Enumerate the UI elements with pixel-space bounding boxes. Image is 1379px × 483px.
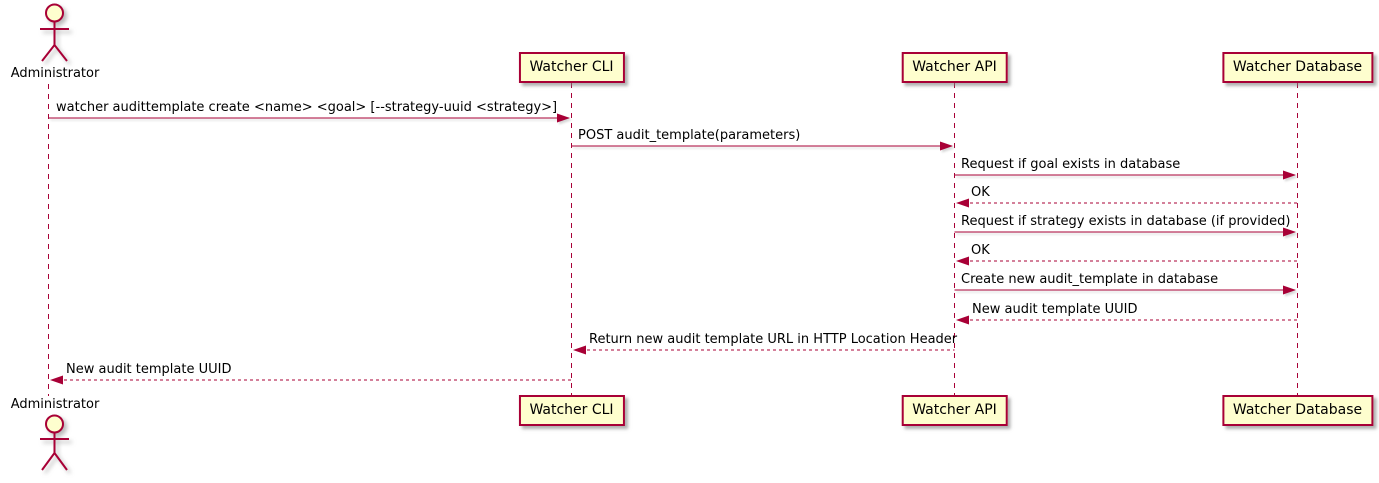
message-arrow-5	[954, 227, 1296, 237]
message-label-6: OK	[971, 243, 990, 258]
message-label-3: Request if goal exists in database	[961, 157, 1181, 172]
actor-figure-administrator-bottom	[40, 414, 69, 471]
message-arrow-10	[50, 375, 572, 385]
message-label-5: Request if strategy exists in database (…	[961, 214, 1291, 229]
message-label-7: Create new audit_template in database	[961, 272, 1219, 287]
message-arrow-9	[573, 345, 955, 355]
message-label-2: POST audit_template(parameters)	[578, 128, 801, 143]
message-label-4: OK	[971, 185, 990, 200]
message-arrow-6	[956, 256, 1298, 266]
actor-figure-administrator-top	[40, 3, 69, 62]
message-arrow-1	[48, 113, 570, 123]
participant-watcher-api-top: Watcher API	[901, 52, 1008, 83]
participant-watcher-database-bottom: Watcher Database	[1221, 395, 1374, 426]
message-label-1: watcher audittemplate create <name> <goa…	[56, 100, 558, 115]
participant-watcher-cli-top: Watcher CLI	[518, 52, 625, 83]
participant-watcher-cli-bottom: Watcher CLI	[518, 395, 625, 426]
message-arrow-4	[956, 198, 1298, 208]
message-label-8: New audit template UUID	[972, 302, 1138, 317]
message-arrow-3	[954, 170, 1296, 180]
actor-label-administrator-bottom: Administrator	[10, 397, 100, 412]
actor-label-administrator-top: Administrator	[10, 66, 100, 81]
message-label-9: Return new audit template URL in HTTP Lo…	[589, 332, 958, 347]
message-arrow-7	[954, 285, 1296, 295]
lifelines	[48, 83, 1298, 396]
message-label-10: New audit template UUID	[66, 362, 232, 377]
message-arrow-2	[571, 141, 953, 151]
message-arrow-8	[956, 315, 1298, 325]
participant-watcher-database-top: Watcher Database	[1221, 52, 1374, 83]
participant-watcher-api-bottom: Watcher API	[901, 395, 1008, 426]
